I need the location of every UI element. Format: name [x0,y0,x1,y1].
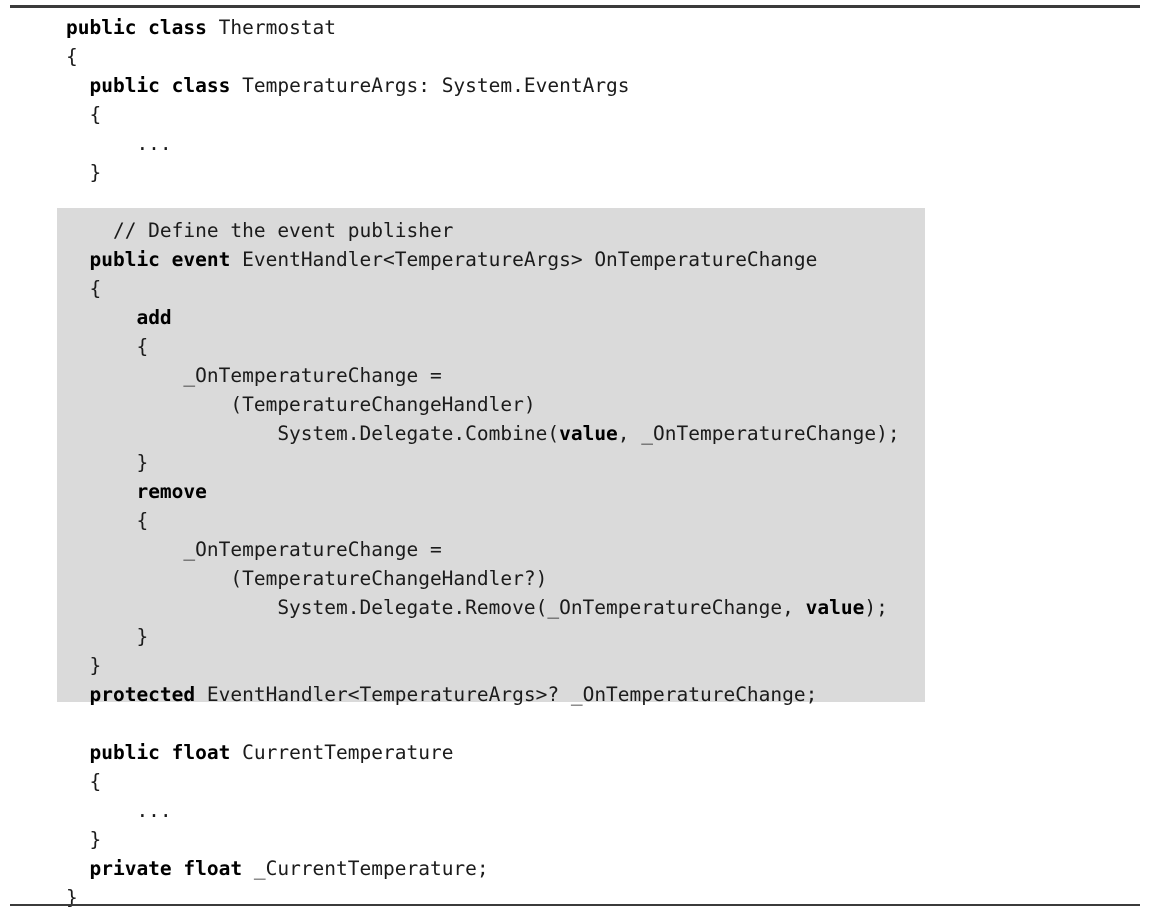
code-line: // Define the event publisher [66,219,454,242]
code-highlight-band [57,208,925,702]
code-line: public class TemperatureArgs: System.Eve… [89,74,630,97]
code-line: } [66,886,78,909]
code-keyword: protected [89,683,196,706]
code-line: { [66,45,78,68]
code-line: } [66,451,149,474]
code-line: } [66,828,102,851]
code-line: (TemperatureChangeHandler?) [66,567,548,590]
code-line: public event EventHandler<TemperatureArg… [89,248,818,271]
code-body: public class Thermostat { public class Te… [66,13,1136,912]
code-line: ... [66,799,172,822]
code-line: System.Delegate.Remove(_OnTemperatureCha… [66,596,888,619]
code-line: { [66,335,149,358]
code-keyword: add [136,306,172,329]
horizontal-rule-top [10,5,1140,8]
code-line: } [66,161,102,184]
code-keyword: private float [89,857,243,880]
code-line: { [66,277,102,300]
horizontal-rule-bottom [10,904,1140,906]
code-line: _OnTemperatureChange = [66,364,442,387]
code-line: public class Thermostat [66,16,337,39]
code-line: _OnTemperatureChange = [66,538,442,561]
code-line: System.Delegate.Combine(value, _OnTemper… [66,422,900,445]
code-keyword: public float [89,741,231,764]
code-line: { [66,770,102,793]
code-keyword: public class [89,74,231,97]
code-line: { [66,509,149,532]
code-line: add [66,303,1136,332]
code-line: } [66,625,149,648]
code-keyword: public event [89,248,231,271]
code-line: public float CurrentTemperature [89,741,454,764]
code-line-blank [66,187,1136,216]
code-line: private float _CurrentTemperature; [89,857,489,880]
code-line: { [66,103,102,126]
code-line: protected EventHandler<TemperatureArgs>?… [89,683,818,706]
code-line: } [66,654,102,677]
code-line-blank [66,709,1136,738]
code-keyword: remove [136,480,207,503]
code-line: remove [66,477,1136,506]
code-line: (TemperatureChangeHandler) [66,393,536,416]
code-keyword: public class [66,16,207,39]
code-line: ... [66,132,172,155]
